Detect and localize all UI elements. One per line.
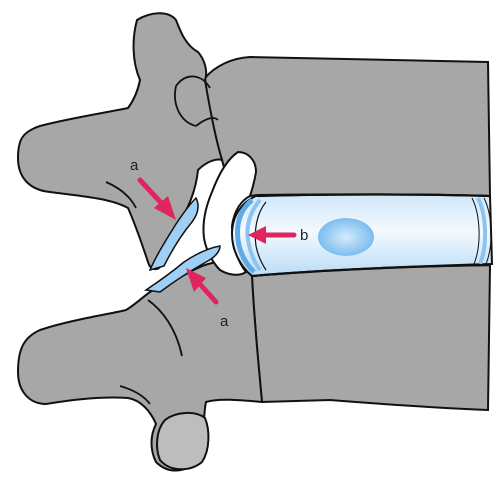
nucleus-pulposus (318, 218, 374, 256)
label-a-lower: a (220, 313, 229, 330)
upper-vertebra-posterior-elements (18, 13, 222, 269)
lower-spinous-process-tip (157, 413, 208, 469)
label-b: b (300, 227, 308, 244)
label-a-upper: a (130, 157, 139, 174)
lower-vertebra-posterior-elements (18, 262, 262, 471)
lower-vertebral-body (252, 265, 490, 410)
